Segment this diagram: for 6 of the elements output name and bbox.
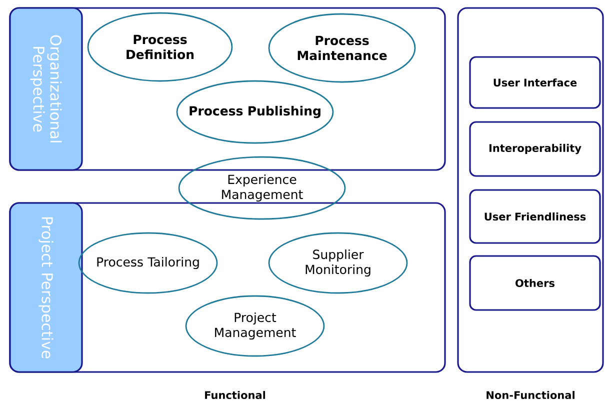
- requirement-box: User Friendliness: [469, 189, 601, 244]
- requirement-box: Others: [469, 255, 601, 311]
- requirement-box: User Interface: [469, 56, 601, 109]
- category-label: Functional: [205, 390, 266, 400]
- node-label: Non-Functional: [486, 390, 574, 400]
- requirement-box: Interoperability: [469, 121, 601, 177]
